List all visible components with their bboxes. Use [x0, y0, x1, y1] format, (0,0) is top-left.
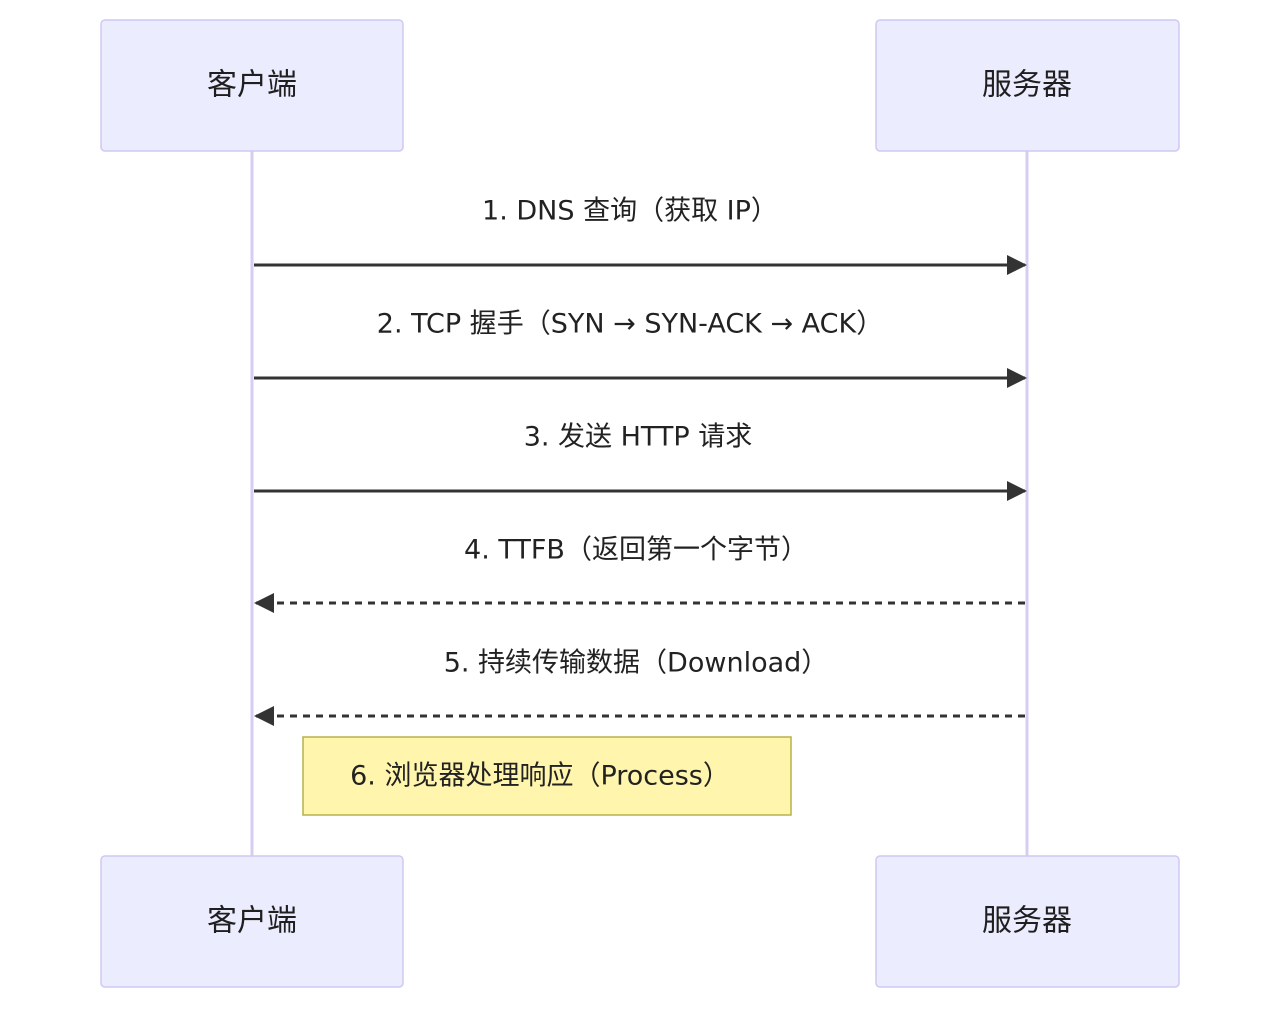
server-actor-bottom: 服务器 [875, 855, 1180, 988]
client-actor-top-label: 客户端 [207, 68, 297, 103]
message-1: 1. DNS 查询（获取 IP） [254, 196, 1027, 275]
server-actor-bottom-label: 服务器 [982, 904, 1072, 939]
message-4: 4. TTFB（返回第一个字节） [254, 535, 1025, 613]
message-5: 5. 持续传输数据（Download） [254, 648, 1025, 726]
server-actor-top-label: 服务器 [982, 68, 1072, 103]
client-actor-bottom-label: 客户端 [207, 904, 297, 939]
message-2: 2. TCP 握手（SYN → SYN-ACK → ACK） [254, 309, 1027, 388]
message-1-label: 1. DNS 查询（获取 IP） [482, 196, 778, 227]
process-note-label: 6. 浏览器处理响应（Process） [350, 761, 730, 792]
server-actor-top: 服务器 [875, 19, 1180, 152]
client-actor-top: 客户端 [100, 19, 404, 152]
message-3: 3. 发送 HTTP 请求 [254, 422, 1027, 501]
process-note: 6. 浏览器处理响应（Process） [302, 736, 792, 816]
message-5-label: 5. 持续传输数据（Download） [444, 648, 829, 679]
message-3-label: 3. 发送 HTTP 请求 [524, 422, 753, 453]
message-4-label: 4. TTFB（返回第一个字节） [464, 535, 808, 566]
client-actor-bottom: 客户端 [100, 855, 404, 988]
message-2-label: 2. TCP 握手（SYN → SYN-ACK → ACK） [377, 309, 883, 340]
